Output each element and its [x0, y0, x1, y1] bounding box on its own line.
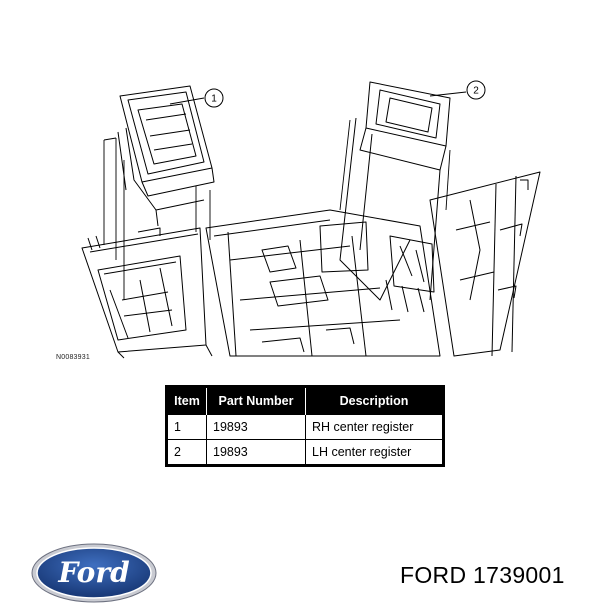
header-part-number: Part Number — [206, 386, 306, 415]
table-row: 2 19893 LH center register — [166, 439, 444, 466]
cell-part-number: 19893 — [206, 439, 306, 466]
cell-description: RH center register — [305, 414, 444, 440]
header-description: Description — [305, 386, 444, 415]
table-header-row: Item Part Number Description — [166, 386, 444, 415]
callout-1-number: 1 — [211, 94, 217, 105]
cell-description: LH center register — [305, 439, 444, 466]
left-console-assembly — [81, 227, 213, 359]
exploded-view-diagram: 1 2 — [81, 80, 541, 359]
parts-table: Item Part Number Description 1 19893 RH … — [165, 385, 445, 467]
cell-item: 1 — [166, 414, 207, 440]
table-row: 1 19893 RH center register — [166, 414, 444, 440]
callout-2-number: 2 — [473, 86, 479, 97]
assembly-guide-lines-2 — [339, 119, 451, 211]
brand-part-code: FORD 1739001 — [400, 562, 565, 588]
ford-logo: Ford — [31, 543, 157, 603]
logo-script: Ford — [57, 556, 129, 589]
logo-oval — [36, 547, 152, 599]
assembly-guide-lines-1 — [103, 137, 211, 300]
header-item: Item — [166, 386, 207, 415]
rh-center-register — [117, 85, 215, 227]
callout-2-leader — [429, 80, 486, 100]
lh-center-register — [339, 81, 451, 313]
callout-1-leader — [169, 88, 224, 108]
cell-item: 2 — [166, 439, 207, 466]
cell-part-number: 19893 — [206, 414, 306, 440]
figure-code: N0083931 — [56, 354, 90, 361]
right-console-assembly — [205, 209, 441, 357]
side-trim-panel — [429, 171, 541, 357]
